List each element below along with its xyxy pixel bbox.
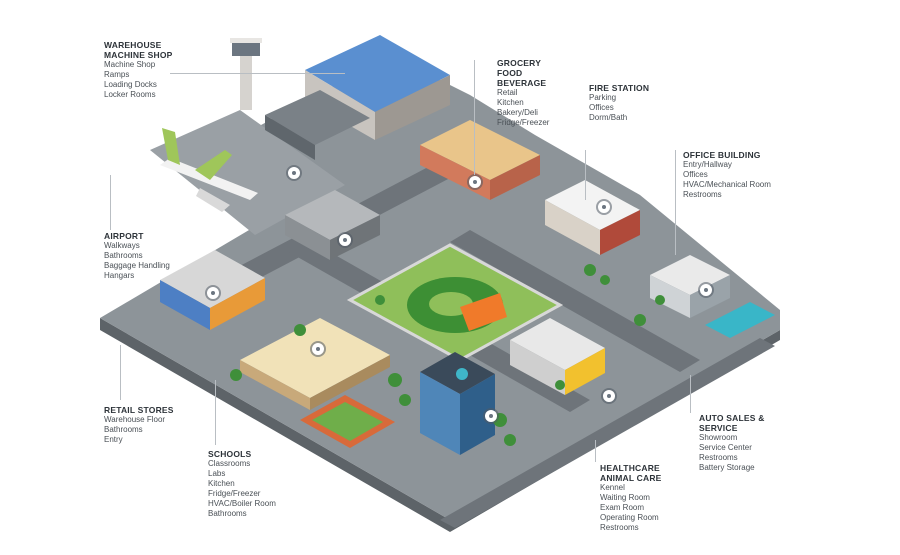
grocery-callout: GROCERY FOOD BEVERAGE Retail Kitchen Bak… <box>497 58 567 128</box>
fire-leader-line <box>585 150 586 200</box>
fire-station-pin-icon[interactable] <box>598 201 610 213</box>
healthcare-item-3: Exam Room <box>600 503 645 512</box>
healthcare-item-4: Operating Room <box>600 513 659 522</box>
auto-title: AUTO SALES & SERVICE <box>699 413 765 433</box>
auto-item-3: Restrooms <box>699 453 738 462</box>
warehouse-callout: WAREHOUSE MACHINE SHOP Machine Shop Ramp… <box>104 40 184 100</box>
control-tower <box>230 38 262 110</box>
healthcare-item-1: Kennel <box>600 483 625 492</box>
schools-item-4: Fridge/Freezer <box>208 489 261 498</box>
warehouse-item-4: Locker Rooms <box>104 90 156 99</box>
grocery-item-4: Fridge/Freezer <box>497 118 550 127</box>
schools-item-2: Labs <box>208 469 226 478</box>
school-building <box>240 318 395 448</box>
office-callout: OFFICE BUILDING Entry/Hallway Offices HV… <box>683 150 793 200</box>
retail-leader-line <box>120 345 121 400</box>
schools-title: SCHOOLS <box>208 449 252 459</box>
fire-station-item-3: Dorm/Bath <box>589 113 628 122</box>
auto-item-2: Service Center <box>699 443 752 452</box>
schools-item-5: HVAC/Boiler Room <box>208 499 276 508</box>
office-pin-icon[interactable] <box>700 284 712 296</box>
fire-station-item-1: Parking <box>589 93 617 102</box>
grocery-item-2: Kitchen <box>497 98 524 107</box>
airport-title: AIRPORT <box>104 231 144 241</box>
airport-item-1: Walkways <box>104 241 140 250</box>
schools-item-3: Kitchen <box>208 479 235 488</box>
grocery-pin-icon[interactable] <box>469 176 481 188</box>
healthcare-building <box>420 352 495 455</box>
auto-pin-icon[interactable] <box>603 390 615 402</box>
office-item-3: HVAC/Mechanical Room <box>683 180 771 189</box>
auto-leader-line <box>690 375 691 413</box>
fire-station-item-2: Offices <box>589 103 614 112</box>
retail-item-1: Warehouse Floor <box>104 415 166 424</box>
airport-callout: AIRPORT Walkways Bathrooms Baggage Handl… <box>104 231 194 281</box>
healthcare-item-5: Restrooms <box>600 523 639 532</box>
warehouse-item-1: Machine Shop <box>104 60 156 69</box>
airplane <box>160 128 258 212</box>
retail-pin-icon[interactable] <box>207 287 219 299</box>
warehouse-pin-icon[interactable] <box>288 167 300 179</box>
warehouse-leader-line <box>170 73 345 74</box>
airport-item-2: Bathrooms <box>104 251 143 260</box>
fire-station-title: FIRE STATION <box>589 83 650 93</box>
grocery-item-1: Retail <box>497 88 518 97</box>
auto-item-4: Battery Storage <box>699 463 755 472</box>
grocery-item-3: Bakery/Deli <box>497 108 538 117</box>
grocery-title: GROCERY FOOD BEVERAGE <box>497 58 547 88</box>
school-pin-icon[interactable] <box>312 343 324 355</box>
warehouse-item-3: Loading Docks <box>104 80 157 89</box>
airport-leader-line <box>110 175 111 230</box>
auto-item-1: Showroom <box>699 433 738 442</box>
main-road-d <box>450 230 700 372</box>
central-park-border <box>346 243 564 362</box>
warehouse-item-2: Ramps <box>104 70 130 79</box>
airport-item-3: Baggage Handling <box>104 261 170 270</box>
office-item-1: Entry/Hallway <box>683 160 732 169</box>
healthcare-title: HEALTHCARE ANIMAL CARE <box>600 463 662 483</box>
retail-store-building <box>160 250 265 330</box>
schools-leader-line <box>215 380 216 445</box>
auto-callout: AUTO SALES & SERVICE Showroom Service Ce… <box>699 413 779 473</box>
healthcare-item-2: Waiting Room <box>600 493 650 502</box>
office-item-2: Offices <box>683 170 708 179</box>
grocery-leader-line <box>474 60 475 175</box>
retail-item-2: Bathrooms <box>104 425 143 434</box>
healthcare-leader-line <box>595 440 596 462</box>
office-leader-line <box>675 150 676 255</box>
schools-item-1: Classrooms <box>208 459 251 468</box>
schools-callout: SCHOOLS Classrooms Labs Kitchen Fridge/F… <box>208 449 298 519</box>
retail-title: RETAIL STORES <box>104 405 174 415</box>
retail-item-3: Entry <box>104 435 123 444</box>
healthcare-callout: HEALTHCARE ANIMAL CARE Kennel Waiting Ro… <box>600 463 680 533</box>
office-item-4: Restrooms <box>683 190 722 199</box>
park-logo <box>407 277 507 333</box>
schools-item-6: Bathrooms <box>208 509 247 518</box>
fire-station-callout: FIRE STATION Parking Offices Dorm/Bath <box>589 83 669 123</box>
storage-building <box>285 190 380 260</box>
airport-item-4: Hangars <box>104 271 135 280</box>
fire-station-building <box>545 180 640 255</box>
warehouse-building <box>265 35 450 160</box>
trees <box>230 264 665 446</box>
park-logo-orange-block <box>460 293 507 331</box>
healthcare-pin-icon[interactable] <box>485 410 497 422</box>
main-road-c <box>440 338 775 528</box>
auto-dealership-building <box>510 318 605 395</box>
retail-callout: RETAIL STORES Warehouse Floor Bathrooms … <box>104 405 194 445</box>
warehouse-title: WAREHOUSE MACHINE SHOP <box>104 40 173 60</box>
storage-pin-icon[interactable] <box>339 234 351 246</box>
office-title: OFFICE BUILDING <box>683 150 761 160</box>
office-building <box>650 255 775 338</box>
airport-tarmac <box>150 110 345 235</box>
